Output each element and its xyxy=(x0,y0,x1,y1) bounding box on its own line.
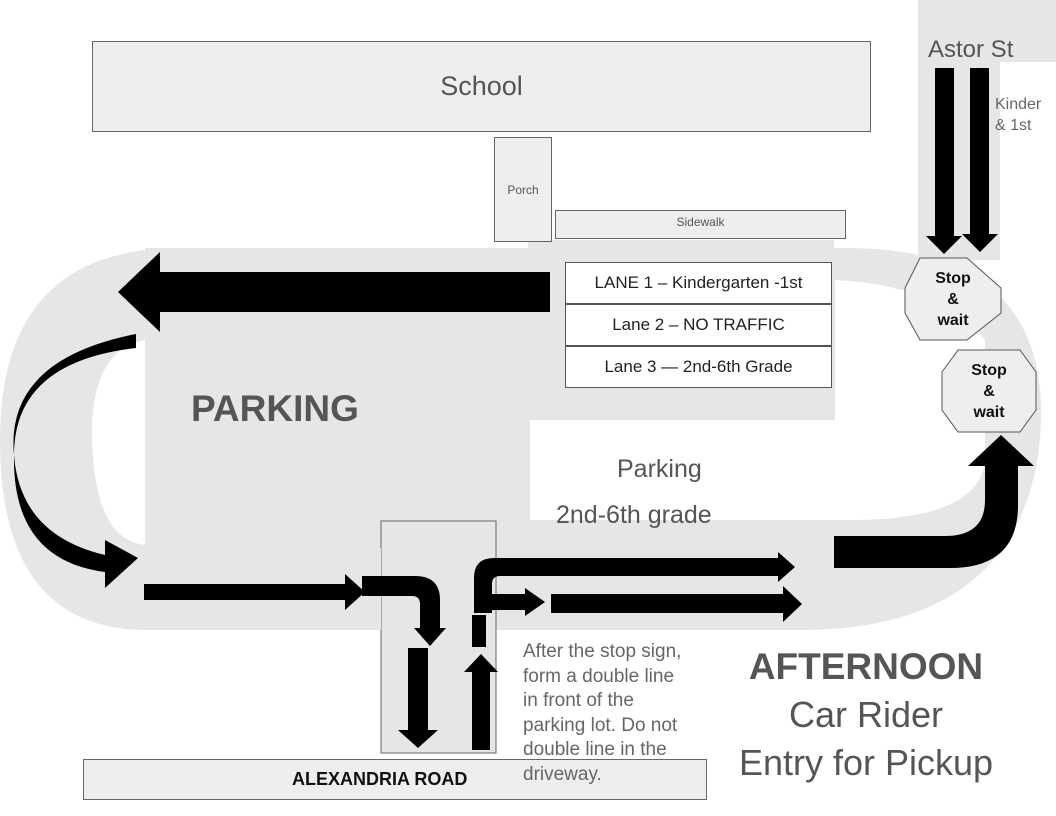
arrow-down-road xyxy=(398,648,438,748)
porch-label: Porch xyxy=(507,182,539,197)
lane-3: Lane 3 — 2nd-6th Grade xyxy=(565,346,832,388)
stop-sign-2-shape xyxy=(941,349,1037,433)
left-void xyxy=(91,340,145,545)
arrow-bend-down xyxy=(362,576,446,646)
parking-label: PARKING xyxy=(191,388,359,429)
lane-1-label: LANE 1 – Kindergarten -1st xyxy=(594,273,803,292)
stop-sign-1-line3: wait xyxy=(937,311,969,329)
stop-sign-2-line2: & xyxy=(983,382,995,400)
school-building: School xyxy=(92,41,871,132)
lane-1: LANE 1 – Kindergarten -1st xyxy=(565,262,832,304)
lot-void xyxy=(530,280,985,520)
arrow-curve-up-right xyxy=(834,435,1034,568)
heading-line3: Entry for Pickup xyxy=(738,742,994,783)
arrow-turn-right-short xyxy=(488,588,545,616)
stop-sign-1-shape xyxy=(904,257,1002,341)
instructions-line-3: in front of the xyxy=(523,690,634,711)
stop-sign-2-line1: Stop xyxy=(971,361,1007,379)
heading: AFTERNOON Car Rider Entry for Pickup xyxy=(716,643,1016,787)
porch: Porch xyxy=(494,137,552,242)
instructions: After the stop sign, form a double line … xyxy=(523,640,681,787)
parking-secondary-line2: 2nd-6th grade xyxy=(556,501,712,529)
arrow-left-exit xyxy=(118,252,550,332)
instructions-line-1: After the stop sign, xyxy=(523,641,682,662)
heading-line2: Car Rider xyxy=(788,694,944,735)
arrow-curve-left xyxy=(13,334,138,588)
road-label: ALEXANDRIA ROAD xyxy=(292,769,468,789)
lane-2-label: Lane 2 – NO TRAFFIC xyxy=(612,315,785,334)
lane-2: Lane 2 – NO TRAFFIC xyxy=(565,304,832,346)
kinder-note-line2: & 1st xyxy=(995,117,1032,134)
stop-sign-1-line2: & xyxy=(947,290,959,308)
arrow-astor-1 xyxy=(926,68,962,254)
alexandria-road: ALEXANDRIA ROAD xyxy=(83,759,707,800)
heading-line1: AFTERNOON xyxy=(748,646,984,687)
arrow-right-2 xyxy=(551,586,802,622)
instructions-line-2: form a double line xyxy=(523,665,675,687)
lane-3-label: Lane 3 — 2nd-6th Grade xyxy=(604,357,793,376)
arrow-right-1 xyxy=(144,574,365,610)
arrow-stub xyxy=(472,615,486,647)
kinder-note-line1: Kinder xyxy=(995,96,1042,113)
sidewalk-label: Sidewalk xyxy=(676,215,725,229)
astor-street-label: Astor St xyxy=(928,36,1014,63)
stop-sign-1-line1: Stop xyxy=(935,269,971,287)
instructions-line-4: parking lot. Do not xyxy=(523,714,678,736)
arrow-astor-2 xyxy=(962,68,998,252)
stop-sign-1: Stop & wait xyxy=(905,258,1001,340)
instructions-line-5: double line in the xyxy=(523,739,667,760)
sidewalk: Sidewalk xyxy=(555,210,846,239)
stop-sign-2: Stop & wait xyxy=(942,350,1036,432)
parking-secondary-line1: Parking xyxy=(617,455,702,483)
arrow-turn-right-long xyxy=(474,552,795,613)
kinder-note: Kinder & 1st xyxy=(995,94,1041,136)
instructions-line-6: driveway. xyxy=(523,763,602,785)
arrow-up-road xyxy=(464,654,498,750)
stop-sign-2-line3: wait xyxy=(973,403,1005,421)
astor-strip-white xyxy=(1000,62,1056,262)
school-label: School xyxy=(440,71,523,101)
